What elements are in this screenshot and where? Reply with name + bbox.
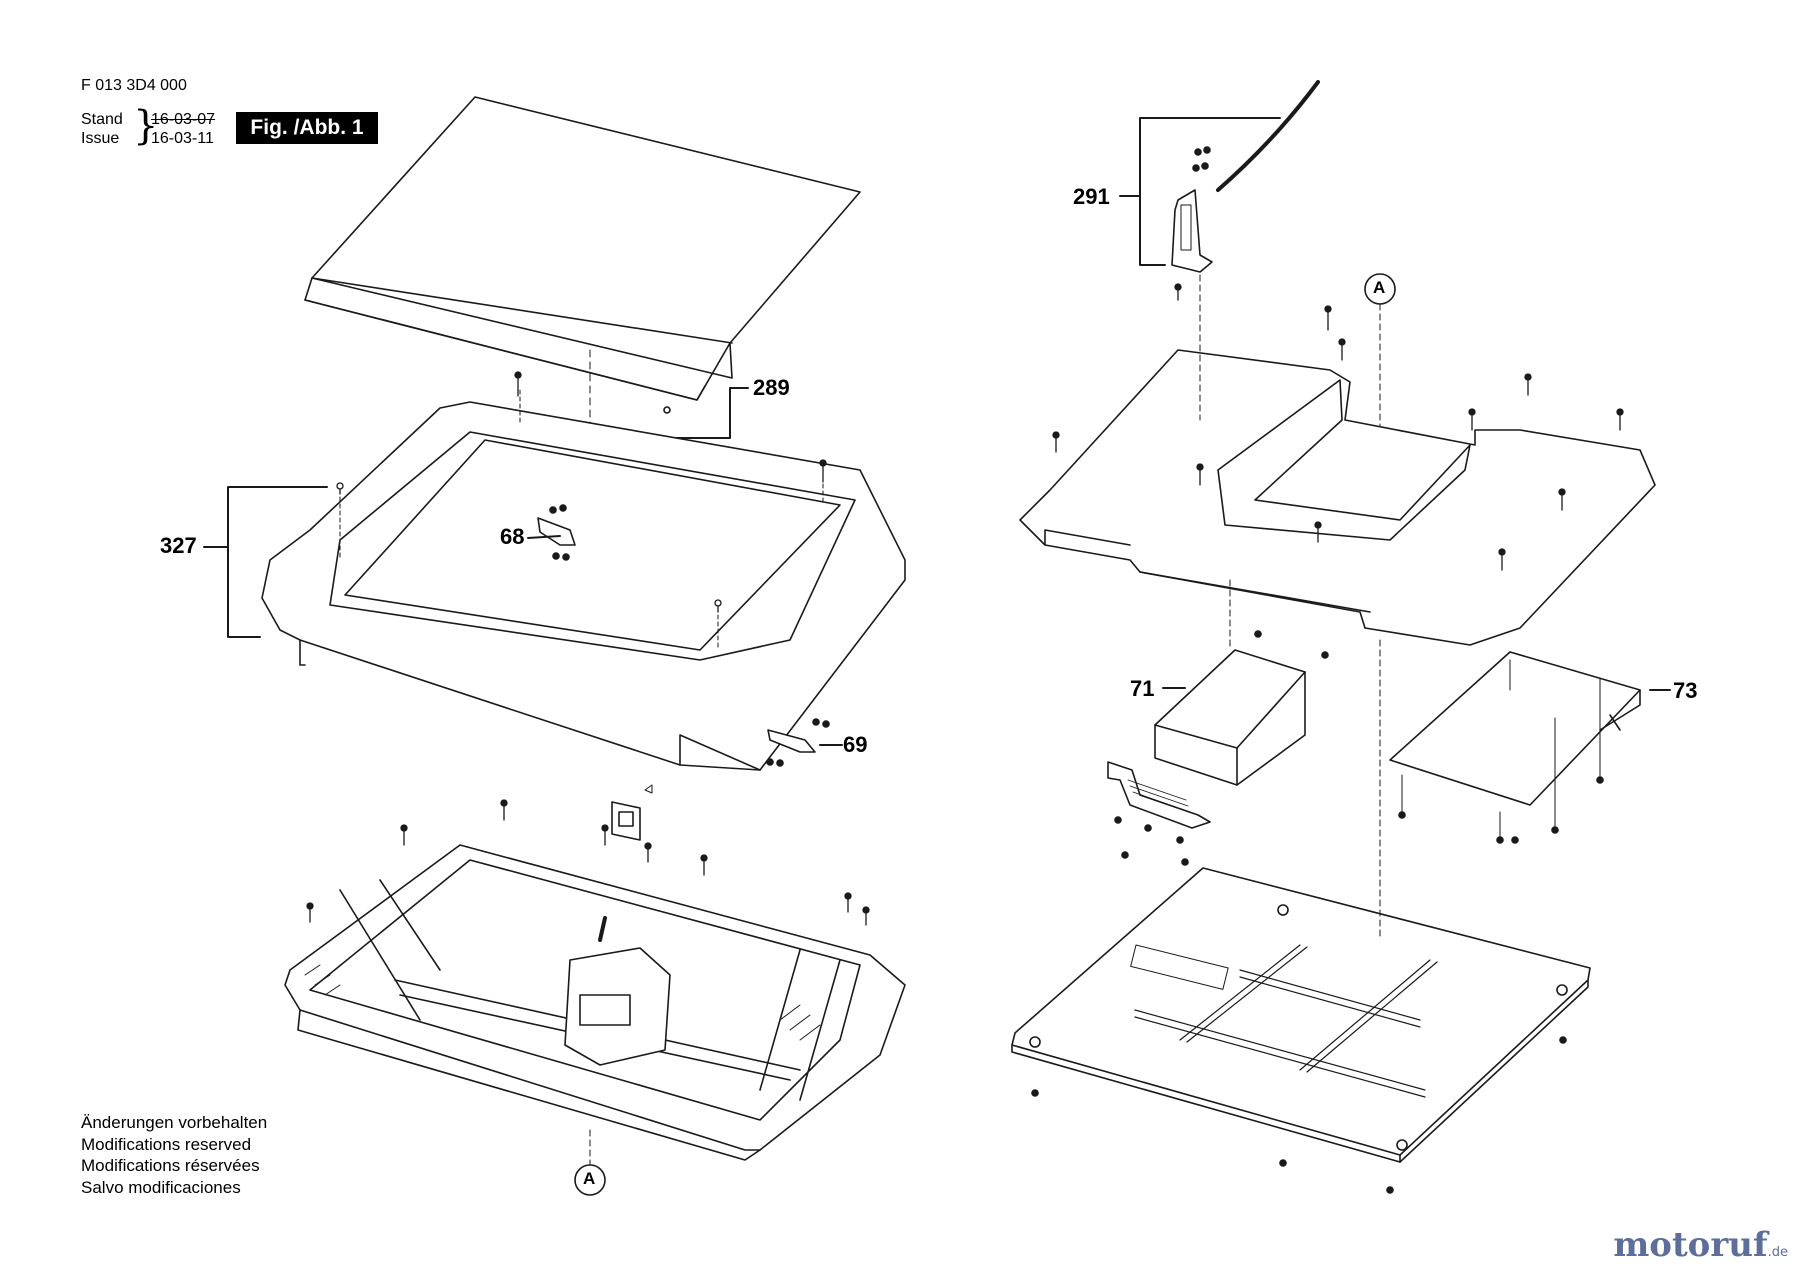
revision-dates: 16-03-07 16-03-11 bbox=[151, 110, 215, 148]
part-label-73: 73 bbox=[1673, 678, 1698, 703]
watermark: motoruf.de bbox=[1613, 1225, 1788, 1265]
brace-symbol: } bbox=[133, 103, 159, 149]
part-label-291: 291 bbox=[1073, 184, 1110, 209]
modification-notes: Änderungen vorbehalten Modifications res… bbox=[81, 1112, 267, 1198]
stand-issue-labels: Stand Issue bbox=[81, 110, 123, 148]
circuit-board-73 bbox=[1389, 651, 1641, 844]
stand-date: 16-03-07 bbox=[151, 111, 216, 128]
note-es: Salvo modificaciones bbox=[81, 1177, 241, 1197]
base-plate bbox=[1011, 867, 1591, 1194]
figure-badge: Fig. /Abb. 1 bbox=[236, 112, 378, 144]
note-en: Modifications reserved bbox=[81, 1134, 252, 1154]
part-label-289: 289 bbox=[753, 375, 790, 400]
bracket-291 bbox=[1171, 80, 1320, 273]
hinge-68 bbox=[537, 504, 576, 561]
watermark-tld: .de bbox=[1767, 1245, 1788, 1260]
switch-plate bbox=[611, 784, 653, 841]
watermark-text: motoruf bbox=[1613, 1225, 1768, 1265]
issue-date: 16-03-11 bbox=[151, 130, 214, 147]
marker-a-bottom bbox=[574, 1164, 606, 1196]
part-label-69: 69 bbox=[843, 732, 868, 757]
leader-68 bbox=[527, 535, 561, 539]
base-tray bbox=[284, 844, 906, 1161]
note-de: Änderungen vorbehalten bbox=[81, 1113, 268, 1132]
marker-a-bottom-label: A bbox=[583, 1169, 596, 1188]
part-label-327: 327 bbox=[160, 533, 197, 558]
part-label-68: 68 bbox=[500, 524, 525, 549]
part-label-71: 71 bbox=[1130, 676, 1155, 701]
leader-289 bbox=[669, 387, 749, 439]
issue-label: Issue bbox=[81, 130, 120, 147]
screw-set-top-plate bbox=[1052, 283, 1624, 571]
frame-327 bbox=[261, 389, 906, 771]
screw-set-base bbox=[306, 799, 870, 926]
top-plate bbox=[1019, 349, 1656, 646]
screw-set-upper bbox=[336, 371, 827, 613]
document-number: F 013 3D4 000 bbox=[81, 77, 187, 94]
marker-a-top-label: A bbox=[1373, 278, 1386, 297]
note-fr: Modifications réservées bbox=[81, 1156, 260, 1175]
stand-label: Stand bbox=[81, 111, 123, 128]
leader-327 bbox=[227, 486, 328, 638]
leader-291 bbox=[1139, 117, 1281, 266]
hinge-69 bbox=[766, 718, 830, 767]
electronics-box-71 bbox=[1107, 630, 1329, 866]
